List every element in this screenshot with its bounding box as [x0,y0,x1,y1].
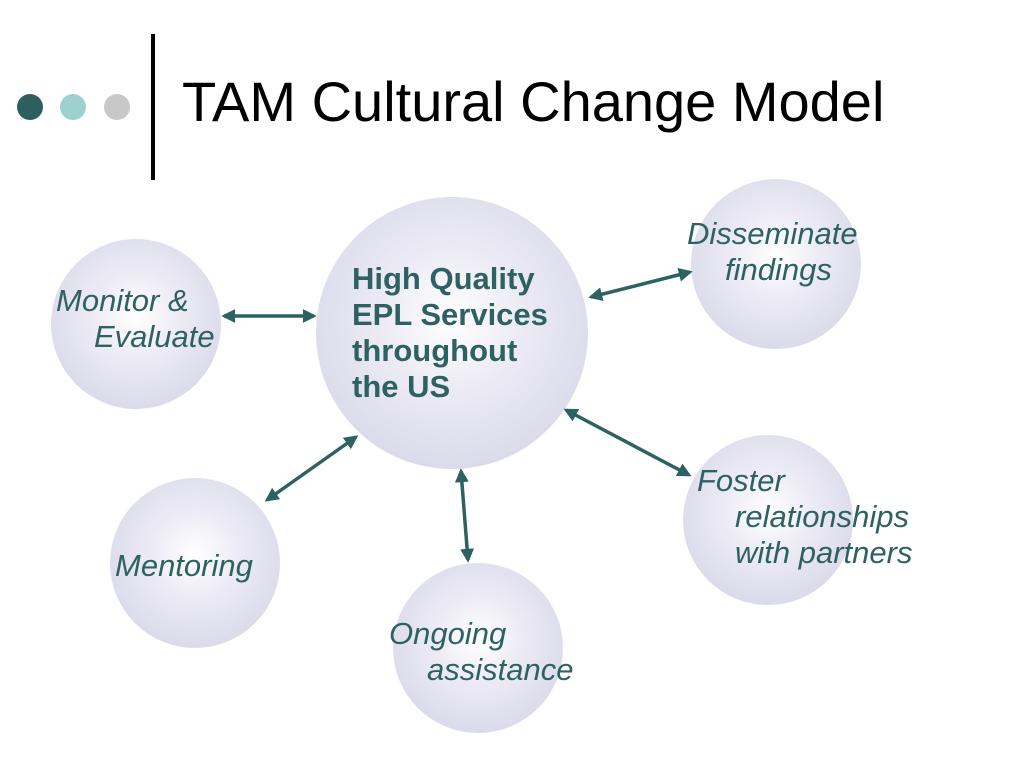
disseminate-circle [691,179,861,349]
mentoring-label: Mentoring [115,548,253,584]
header-dot-gray [104,94,130,120]
arrow-ongoing [454,468,475,563]
ongoing-label: Ongoing assistance [389,616,573,688]
mentoring-circle [110,478,280,648]
disseminate-label: Disseminate findings [687,216,858,288]
foster-label: Foster relationships with partners [697,463,912,571]
center-label: High Quality EPL Services throughout the… [352,261,548,405]
foster-line-2: relationships [735,499,910,534]
page-title: TAM Cultural Change Model [182,70,885,133]
center-circle [316,197,588,469]
foster-line-1: Foster [697,463,785,498]
monitor-circle [51,239,221,409]
foster-circle [683,435,853,605]
monitor-line-2: Evaluate [94,319,215,354]
center-line-1: High Quality [352,261,535,296]
title-divider [151,34,155,180]
ongoing-line-1: Ongoing [389,616,507,651]
foster-line-3: with partners [735,535,913,570]
monitor-label: Monitor & Evaluate [56,283,215,355]
disseminate-line-1: Disseminate [687,216,858,251]
center-line-3: throughout [352,333,518,368]
ongoing-line-2: assistance [427,652,574,687]
arrow-disseminate [588,267,693,302]
header-dot-dark [17,94,43,120]
center-line-4: the US [352,369,451,404]
center-line-2: EPL Services [352,297,548,332]
header-dot-teal [60,94,86,120]
arrow-mentoring [264,435,359,502]
mentoring-line-1: Mentoring [115,548,253,583]
arrow-foster [563,408,692,477]
monitor-line-1: Monitor & [56,283,189,318]
disseminate-line-2: findings [725,252,832,287]
ongoing-circle [393,563,563,733]
